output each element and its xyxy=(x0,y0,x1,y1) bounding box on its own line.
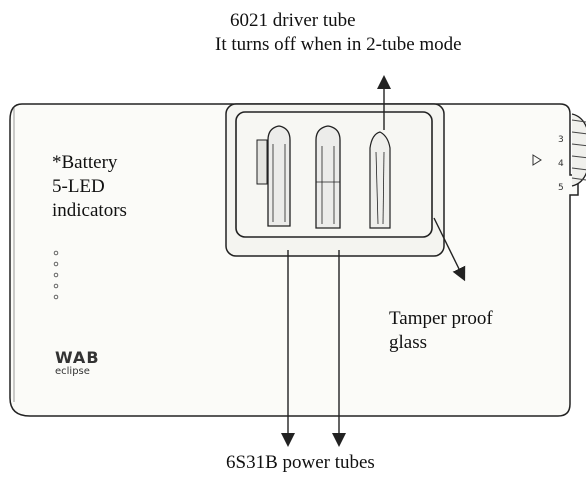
glass-label-line2: glass xyxy=(389,332,427,353)
volume-dial xyxy=(571,113,586,187)
battery-led-5 xyxy=(53,294,59,300)
dial-mark-4: 4 xyxy=(558,159,564,169)
glass-arrow xyxy=(433,217,466,282)
dial-mark-5: 5 xyxy=(558,183,564,193)
driver-tube xyxy=(369,131,391,229)
battery-label-line1: *Battery xyxy=(52,152,118,173)
dial-mark-3: 3 xyxy=(558,135,564,145)
power-tube-2 xyxy=(315,125,341,229)
driver-tube-title: 6021 driver tube xyxy=(230,10,356,31)
battery-led-4 xyxy=(53,283,59,289)
brand-logo-wab: WAB xyxy=(55,348,100,367)
battery-led-1 xyxy=(53,250,59,256)
dial-pointer-icon xyxy=(532,154,542,166)
battery-led-2 xyxy=(53,261,59,267)
power-tubes-label: 6S31B power tubes xyxy=(226,452,375,473)
battery-label-line3: indicators xyxy=(52,200,127,221)
driver-tube-note: It turns off when in 2-tube mode xyxy=(215,34,462,55)
battery-led-indicators xyxy=(53,250,59,300)
battery-label-line2: 5-LED xyxy=(52,176,105,197)
battery-led-3 xyxy=(53,272,59,278)
power-tube-1 xyxy=(256,125,291,227)
brand-logo-eclipse: eclipse xyxy=(55,366,90,377)
glass-label-line1: Tamper proof xyxy=(389,308,493,329)
